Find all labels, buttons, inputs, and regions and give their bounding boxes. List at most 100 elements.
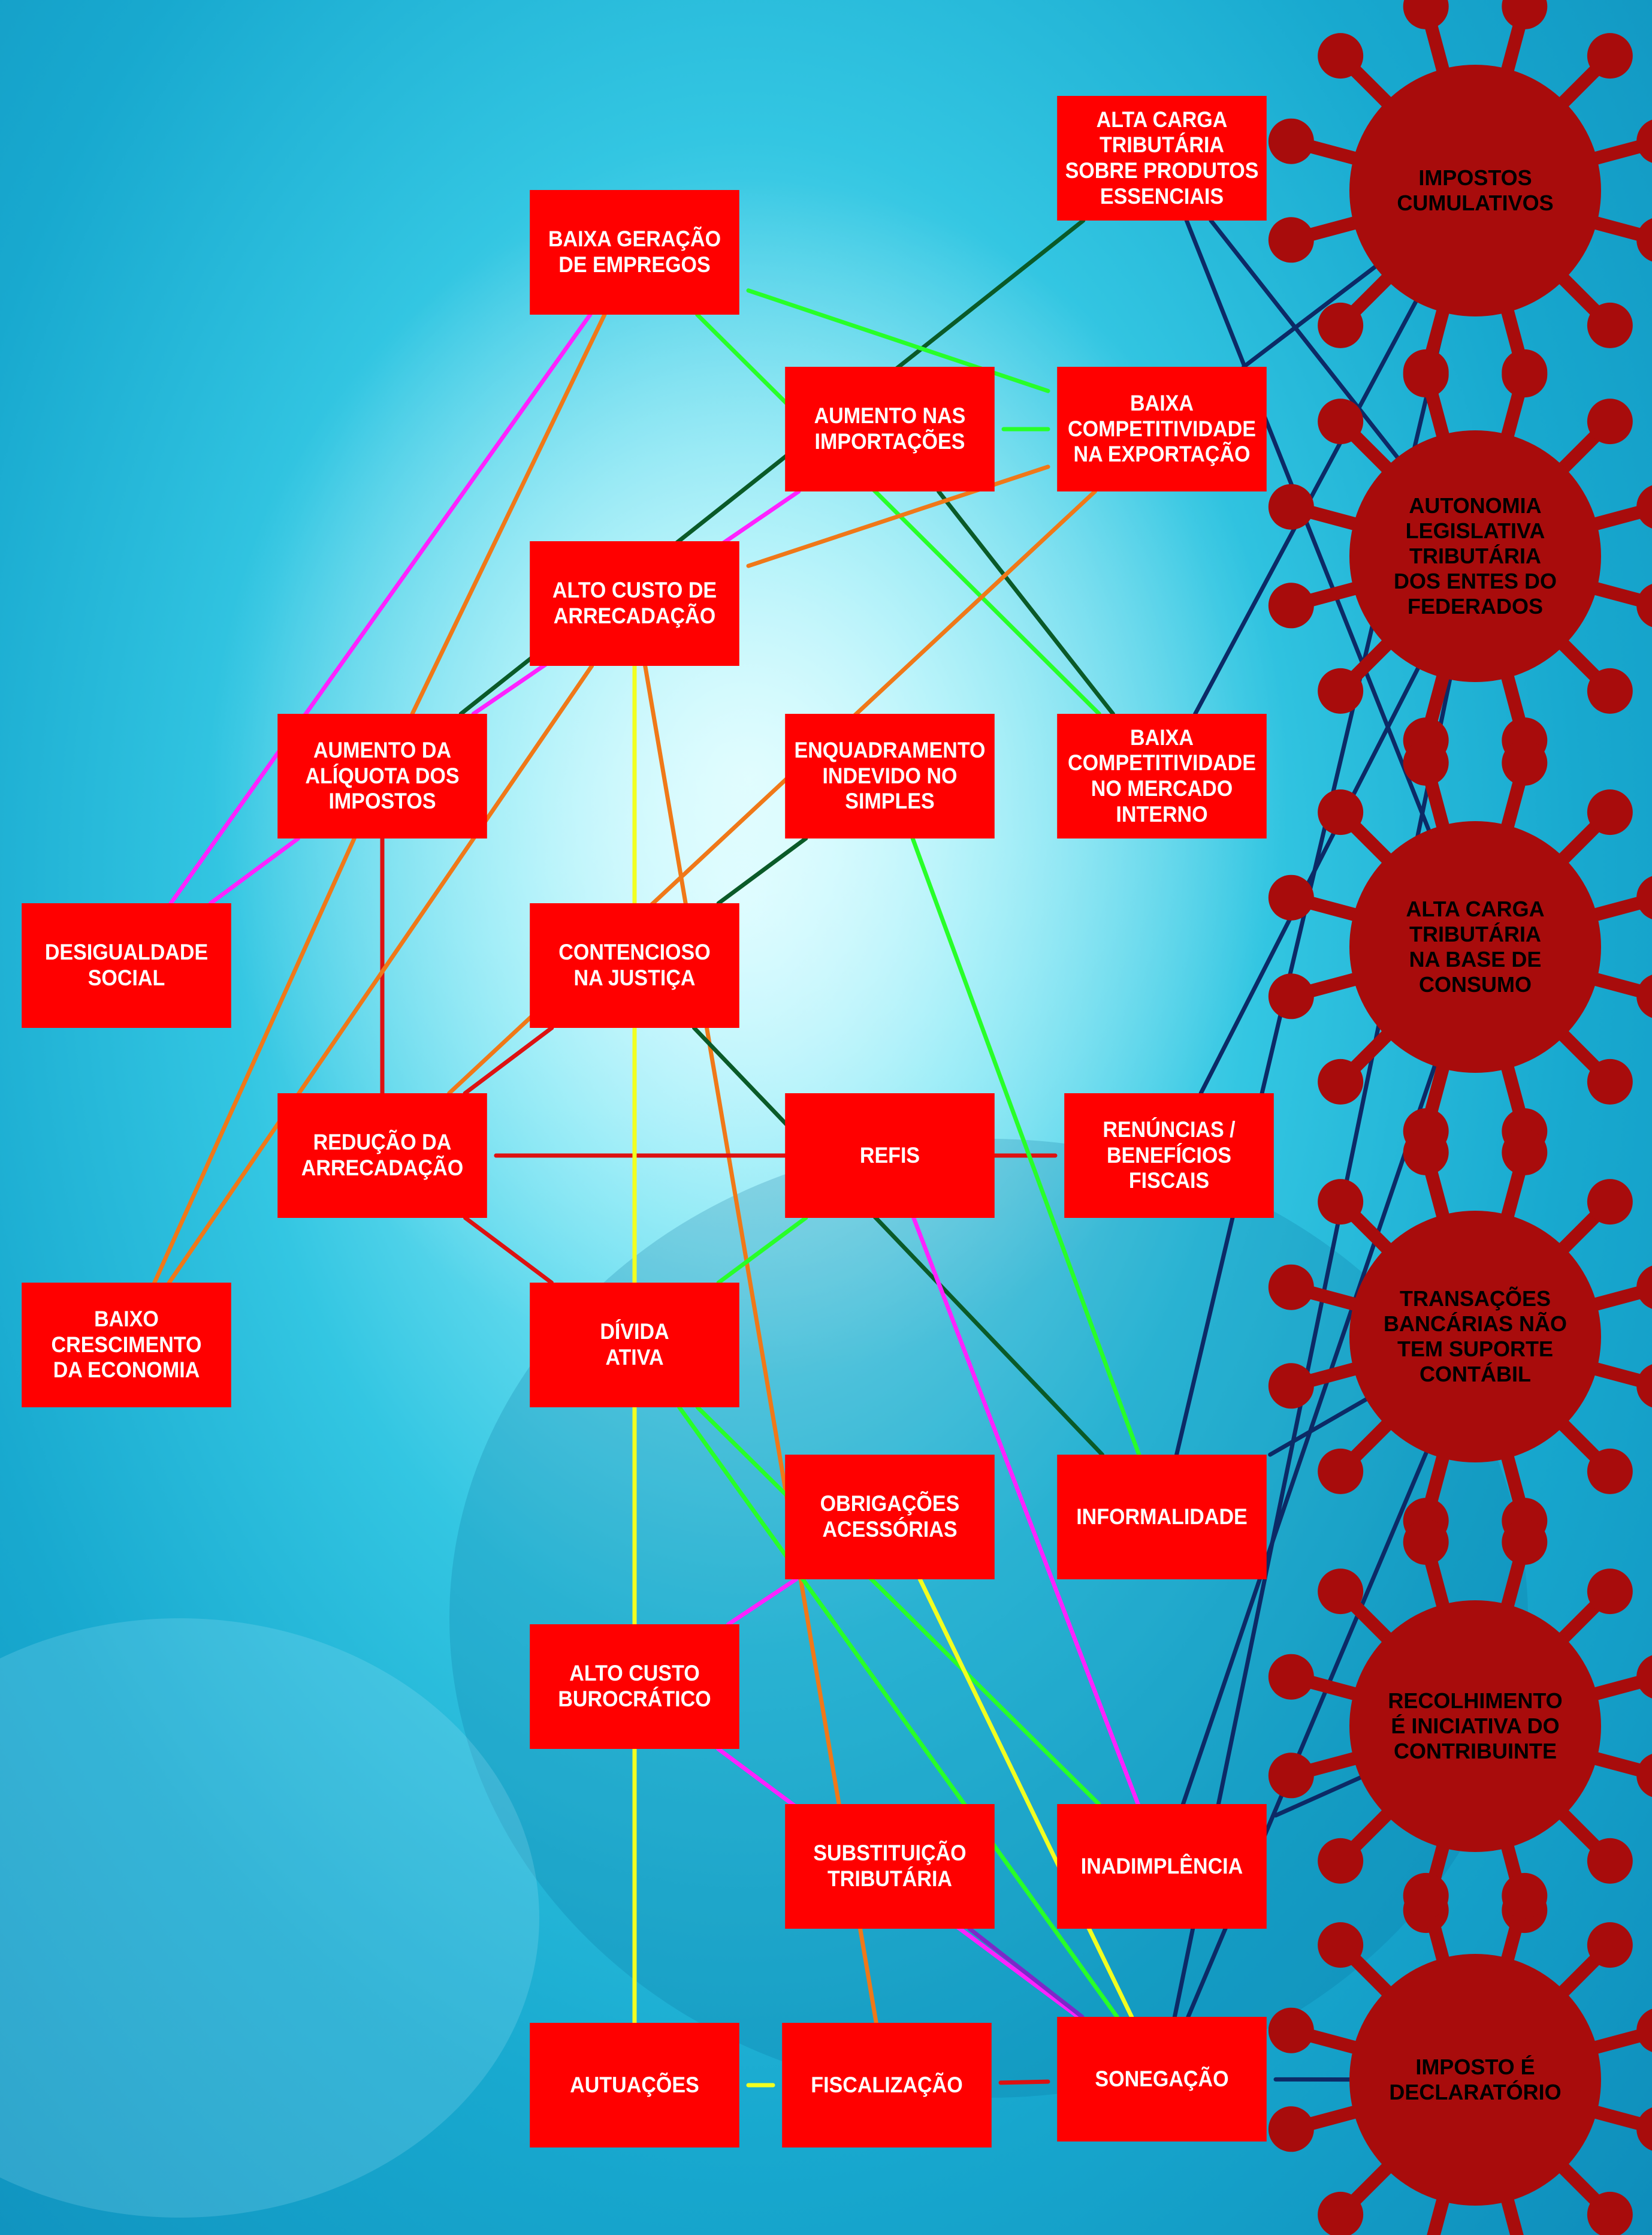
box-baixa-competitividade-exportacao: BAIXA COMPETITIVIDADE NA EXPORTAÇÃO bbox=[1057, 367, 1267, 491]
virus-spike-knob bbox=[1502, 1872, 1548, 1919]
virus-spike-knob bbox=[1587, 1058, 1633, 1105]
box-divida-ativa: DÍVIDA ATIVA bbox=[530, 1283, 739, 1407]
background-glow bbox=[210, 180, 1288, 1379]
virus-spike-knob bbox=[1318, 1058, 1364, 1105]
virus-spike-knob bbox=[1318, 789, 1364, 836]
box-substituicao-tributaria: SUBSTITUIÇÃO TRIBUTÁRIA bbox=[785, 1804, 995, 1929]
box-baixa-geracao-empregos: BAIXA GERAÇÃO DE EMPREGOS bbox=[530, 190, 739, 315]
virus-spike-knob bbox=[1587, 1922, 1633, 1968]
box-label: FISCALIZAÇÃO bbox=[811, 2072, 963, 2097]
connection-alta-carga-essenciais-to-alta-carga-consumo bbox=[1184, 218, 1436, 843]
virus-spike-knob bbox=[1403, 1872, 1449, 1919]
connection-baixa-competitividade-exportacao-to-impostos-cumulativos bbox=[1242, 257, 1387, 369]
connection-enquadramento-simples-to-informalidade bbox=[910, 836, 1141, 1457]
box-label: DESIGUALDADE SOCIAL bbox=[44, 940, 209, 990]
virus-spike-knob bbox=[1268, 484, 1314, 530]
virus-spike-knob bbox=[1318, 1179, 1364, 1225]
virus-spike-knob bbox=[1636, 584, 1652, 628]
virus-spike-knob bbox=[1636, 1364, 1652, 1408]
virus-spike-knob bbox=[1268, 217, 1314, 263]
connection-divida-ativa-to-inadimplencia bbox=[695, 1405, 1101, 1806]
virus-spike-knob bbox=[1587, 1569, 1633, 1615]
box-label: CONTENCIOSO NA JUSTIÇA bbox=[558, 940, 711, 990]
background-cloud bbox=[0, 1618, 539, 2218]
virus-spike-knob bbox=[1318, 33, 1364, 79]
virus-spike-knob bbox=[1587, 668, 1633, 714]
virus-spike-knob bbox=[1636, 975, 1652, 1018]
virus-body bbox=[1349, 65, 1601, 316]
box-reducao-arrecadacao: REDUÇÃO DA ARRECADAÇÃO bbox=[277, 1093, 487, 1218]
connection-baixa-geracao-empregos-to-baixa-competitividade-exportacao bbox=[746, 288, 1050, 393]
virus-spike-knob bbox=[1268, 118, 1314, 164]
virus-spike-knob bbox=[1318, 1838, 1364, 1884]
box-label: SUBSTITUIÇÃO TRIBUTÁRIA bbox=[813, 1841, 967, 1891]
virus-spike-knob bbox=[1587, 2191, 1633, 2235]
box-label: AUTUAÇÕES bbox=[570, 2072, 699, 2097]
connection-desigualdade-social-to-aumento-aliquota bbox=[209, 836, 300, 906]
virus-spike-knob bbox=[1636, 218, 1652, 262]
virus-spike-knob bbox=[1318, 1922, 1364, 1968]
connection-fiscalizacao-to-sonegacao bbox=[998, 2079, 1050, 2085]
box-label: INADIMPLÊNCIA bbox=[1080, 1853, 1243, 1878]
connection-baixo-crescimento-to-alto-custo-arrecadacao bbox=[167, 663, 594, 1285]
connection-inadimplencia-to-alta-carga-consumo bbox=[1180, 1052, 1441, 1806]
virus-spike-knob bbox=[1268, 583, 1314, 629]
virus-spike-knob bbox=[1403, 349, 1449, 395]
virus-spike-knob bbox=[1636, 119, 1652, 163]
box-refis: REFIS bbox=[785, 1093, 995, 1218]
box-renuncias-beneficios: RENÚNCIAS / BENEFÍCIOS FISCAIS bbox=[1064, 1093, 1274, 1218]
connection-aumento-importacoes-to-baixa-competitividade-interno bbox=[937, 489, 1115, 716]
box-label: INFORMALIDADE bbox=[1076, 1504, 1248, 1529]
virus-spike bbox=[1427, 2194, 1451, 2235]
connection-informalidade-to-transacoes-bancarias bbox=[1268, 1391, 1379, 1457]
box-label: BAIXA COMPETITIVIDADE NA EXPORTAÇÃO bbox=[1068, 391, 1256, 467]
box-label: SONEGAÇÃO bbox=[1095, 2066, 1229, 2091]
virus-spike-knob bbox=[1268, 1363, 1314, 1409]
virus-spike-knob bbox=[1636, 876, 1652, 919]
virus-spike-knob bbox=[1403, 0, 1449, 29]
box-label: ALTO CUSTO DE ARRECADAÇÃO bbox=[552, 578, 717, 628]
connection-substituicao-tributaria-to-sonegacao bbox=[967, 1926, 1085, 2019]
virus-spike-knob bbox=[1587, 399, 1633, 445]
virus-spike-knob bbox=[1403, 740, 1449, 786]
connection-divida-ativa-to-sonegacao bbox=[677, 1405, 1119, 2019]
box-enquadramento-simples: ENQUADRAMENTO INDEVIDO NO SIMPLES bbox=[785, 714, 995, 838]
virus-spike-knob bbox=[1587, 302, 1633, 348]
virus-spike-knob bbox=[1636, 485, 1652, 529]
virus-spike-knob bbox=[1587, 1179, 1633, 1225]
virus-spike-knob bbox=[1502, 1129, 1548, 1175]
virus-body bbox=[1349, 1211, 1601, 1462]
connection-baixo-crescimento-to-aumento-aliquota bbox=[152, 836, 357, 1285]
box-alta-carga-essenciais: ALTA CARGA TRIBUTÁRIA SOBRE PRODUTOS ESS… bbox=[1057, 96, 1267, 221]
virus-spike-knob bbox=[1587, 789, 1633, 836]
virus-spike-knob bbox=[1268, 1654, 1314, 1700]
connection-desigualdade-social-to-baixa-geracao-empregos bbox=[168, 312, 593, 906]
virus-spike-knob bbox=[1502, 1519, 1548, 1565]
box-label: BAIXA COMPETITIVIDADE NO MERCADO INTERNO bbox=[1068, 725, 1256, 827]
virus-spike-knob bbox=[1636, 1754, 1652, 1797]
box-label: AUMENTO DA ALÍQUOTA DOS IMPOSTOS bbox=[305, 738, 460, 814]
connection-aumento-aliquota-to-baixa-geracao-empregos bbox=[410, 312, 607, 716]
box-fiscalizacao: FISCALIZAÇÃO bbox=[782, 2023, 992, 2147]
virus-spike-knob bbox=[1318, 1448, 1364, 1494]
virus-spike-knob bbox=[1268, 1753, 1314, 1799]
virus-body bbox=[1349, 1954, 1601, 2206]
virus-spike-knob bbox=[1268, 2007, 1314, 2053]
box-informalidade: INFORMALIDADE bbox=[1057, 1455, 1267, 1579]
box-contencioso-justica: CONTENCIOSO NA JUSTIÇA bbox=[530, 903, 739, 1028]
box-desigualdade-social: DESIGUALDADE SOCIAL bbox=[22, 903, 231, 1028]
virus-spike-knob bbox=[1318, 668, 1364, 714]
virus-spike-knob bbox=[1636, 2008, 1652, 2052]
connection-alto-custo-arrecadacao-to-baixa-competitividade-exportacao bbox=[746, 465, 1050, 568]
